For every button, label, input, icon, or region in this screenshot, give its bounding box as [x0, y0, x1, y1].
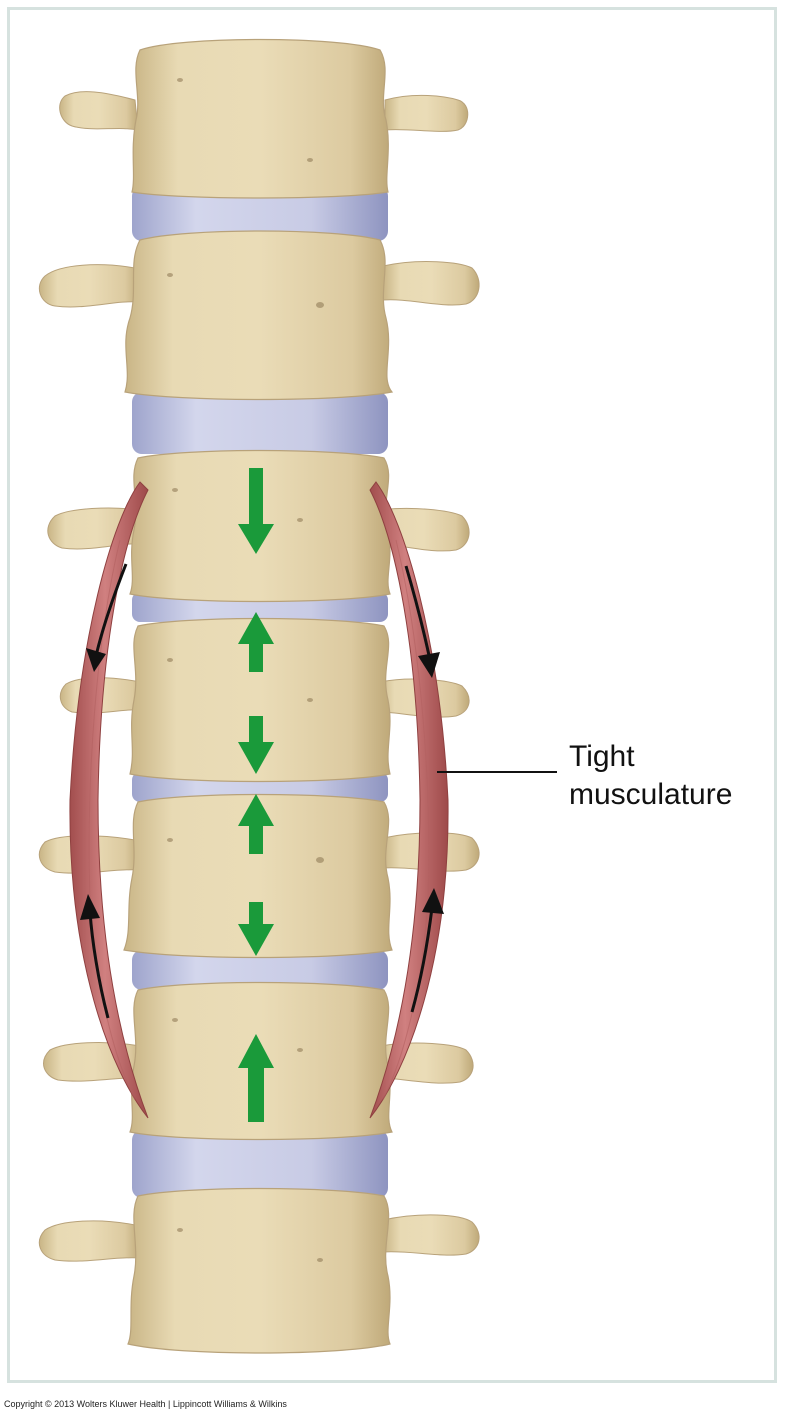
compression-arrow-icon: [238, 1034, 274, 1122]
tension-arrow-icon: [404, 565, 440, 678]
vertebra-icon: [59, 38, 469, 199]
copyright-notice: Copyright © 2013 Wolters Kluwer Health |…: [4, 1399, 287, 1409]
vertebra-icon: [38, 1187, 480, 1354]
compression-arrow-icon: [238, 612, 274, 672]
figure-frame: [7, 7, 777, 1383]
muscle-icon: [69, 481, 449, 1119]
disc-5: [132, 950, 388, 990]
vertebra-icon: [38, 230, 480, 401]
tension-arrow-icon: [86, 563, 128, 672]
left-muscle: [69, 481, 149, 1119]
tight-musculature-label: Tight musculature: [569, 738, 732, 814]
compression-arrow-icon: [238, 468, 274, 554]
compression-arrow-icon: [238, 794, 274, 854]
disc-2: [132, 392, 388, 454]
label-line-1: Tight: [569, 740, 635, 773]
disc-6: [132, 1130, 388, 1198]
tension-arrow-icon: [410, 888, 444, 1013]
label-line-2: musculature: [569, 778, 733, 811]
tension-arrow-icon: [80, 894, 110, 1019]
vertebra-icon: [38, 793, 480, 959]
compression-arrow-icon: [238, 716, 274, 774]
vertebrae: [38, 38, 480, 1354]
compression-arrow-icon: [238, 902, 274, 956]
tension-arrows: [80, 563, 444, 1019]
bone-texture: [167, 78, 324, 1262]
compression-arrows: [238, 468, 274, 1122]
disc-1: [132, 186, 388, 241]
